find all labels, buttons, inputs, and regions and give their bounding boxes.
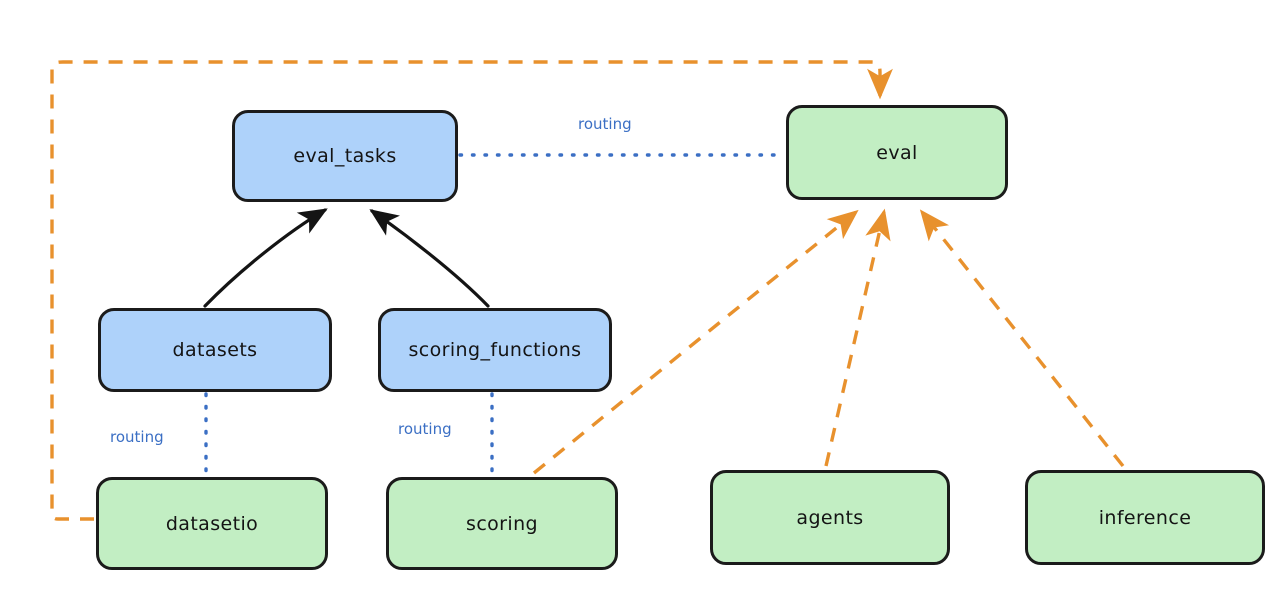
edge-inference-to-eval — [919, 209, 1125, 468]
node-label: scoring_functions — [408, 339, 582, 361]
node-label: eval — [876, 141, 918, 164]
node-datasets[interactable]: datasets — [98, 308, 332, 392]
node-label: agents — [796, 506, 864, 529]
node-scoring[interactable]: scoring — [386, 477, 618, 570]
node-eval[interactable]: eval — [786, 105, 1008, 200]
node-scoring-functions[interactable]: scoring_functions — [378, 308, 612, 392]
node-label: inference — [1098, 506, 1192, 529]
node-label: datasets — [172, 339, 258, 361]
edge-label-routing-datasetio: routing — [110, 428, 164, 446]
node-label: scoring — [466, 512, 538, 535]
node-agents[interactable]: agents — [710, 470, 950, 565]
edge-datasetio-to-eval — [50, 60, 893, 521]
edge-label-routing-scoring: routing — [398, 420, 452, 438]
node-eval-tasks[interactable]: eval_tasks — [232, 110, 458, 202]
node-datasetio[interactable]: datasetio — [96, 477, 328, 570]
edge-label-routing-eval: routing — [578, 115, 632, 133]
edge-scoring-to-eval — [532, 209, 859, 475]
edge-agents-to-eval — [824, 208, 891, 467]
edge-scoring-functions-to-eval-tasks — [369, 209, 490, 308]
edge-datasets-to-eval-tasks — [203, 208, 328, 308]
node-inference[interactable]: inference — [1025, 470, 1265, 565]
node-label: datasetio — [165, 512, 259, 535]
node-label: eval_tasks — [293, 145, 397, 167]
